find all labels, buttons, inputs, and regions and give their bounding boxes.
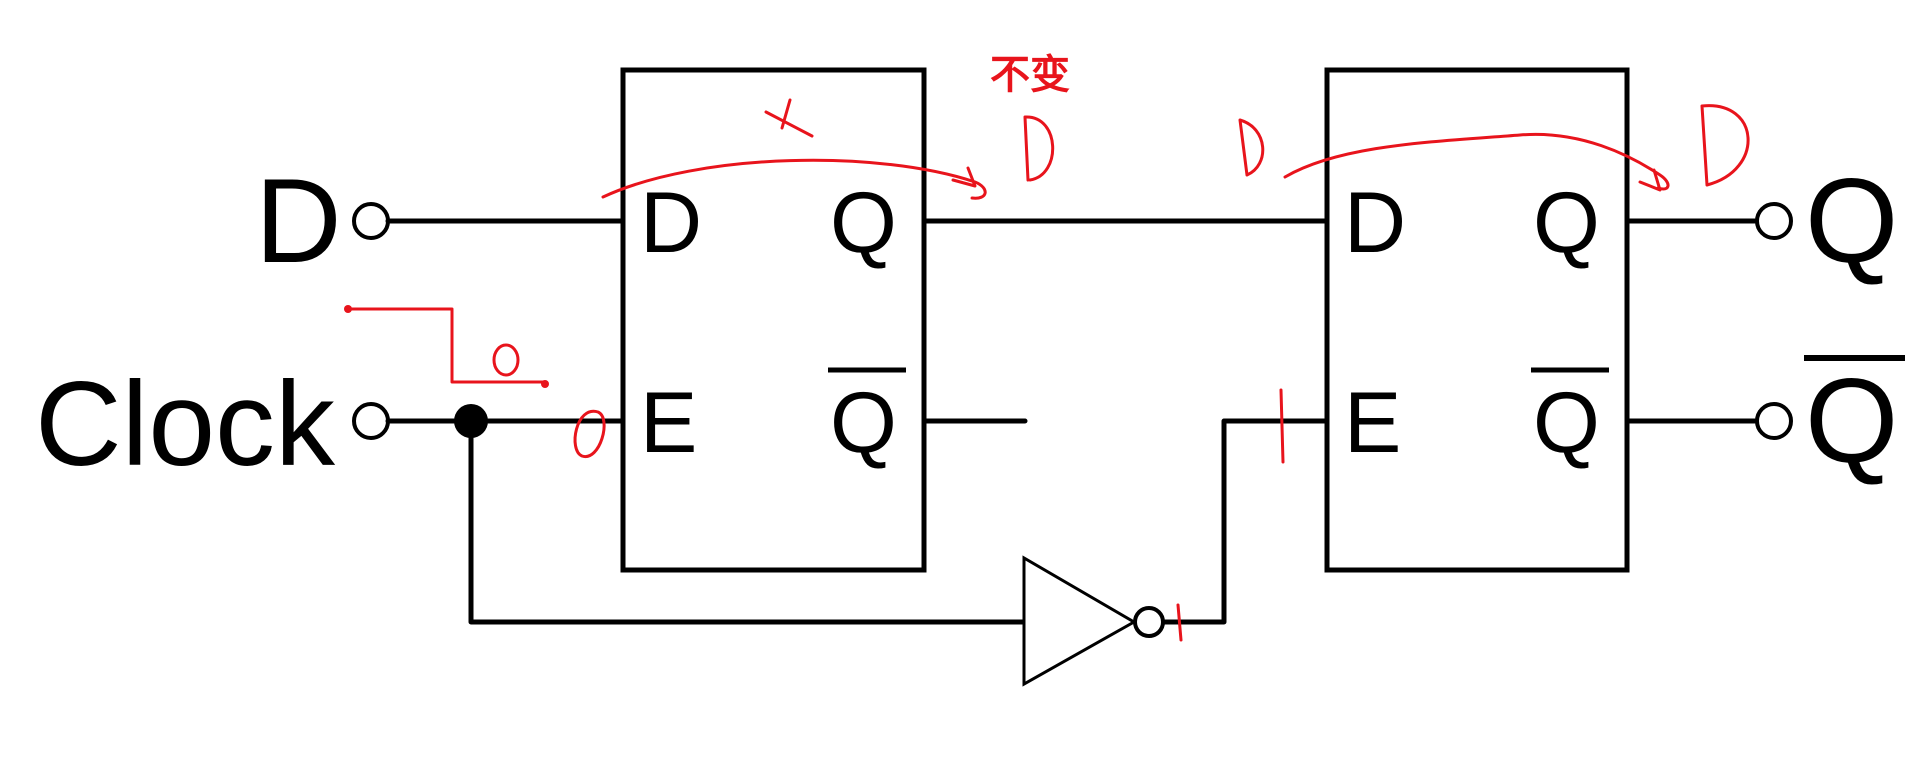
wire-inverter-to-slave-e xyxy=(1161,418,1330,625)
annotation-step-dot-end xyxy=(541,380,549,388)
annotation-step-dot-start xyxy=(344,305,352,313)
annotation-master-arc xyxy=(601,158,987,200)
latch-slave-e-port: E xyxy=(1344,375,1401,471)
annotation-master-e-zero xyxy=(573,409,606,458)
annotation-master-cross xyxy=(764,98,814,138)
latch-master-q-port: Q xyxy=(830,175,897,271)
annotation-unchanged: 不变 xyxy=(990,52,1070,98)
annotation-slave-q-d xyxy=(1700,104,1750,187)
latch-master-box xyxy=(620,67,927,573)
clock-junction-dot xyxy=(454,404,488,438)
inverter-bubble xyxy=(1133,606,1165,638)
annotation-slave-d-d xyxy=(1238,118,1265,177)
annotation-master-arrow xyxy=(951,166,977,188)
input-d-terminal xyxy=(352,202,390,240)
latch-slave-d-port: D xyxy=(1344,175,1406,271)
input-clock-label: Clock xyxy=(35,357,336,491)
input-clock-terminal xyxy=(352,402,390,440)
annotation-clock-step xyxy=(346,307,547,384)
annotation-slave-e-one xyxy=(1279,388,1285,464)
latch-master-d-port: D xyxy=(640,175,702,271)
output-qbar-label: Q xyxy=(1805,354,1898,488)
latch-slave-qbar-port: Q xyxy=(1533,375,1600,471)
annotation-inverter-out-one xyxy=(1176,603,1183,642)
latch-master-qbar-port: Q xyxy=(830,375,897,471)
output-qbar-terminal xyxy=(1755,402,1793,440)
output-q-label: Q xyxy=(1805,154,1898,288)
annotation-slave-arrow xyxy=(1638,168,1662,192)
latch-slave-q-port: Q xyxy=(1533,175,1600,271)
input-d-label: D xyxy=(255,154,342,288)
inverter-triangle xyxy=(1022,555,1138,687)
output-q-terminal xyxy=(1755,202,1793,240)
annotation-clock-low xyxy=(492,343,520,377)
latch-slave-box xyxy=(1324,67,1630,573)
latch-master-e-port: E xyxy=(640,375,697,471)
annotation-slave-arc xyxy=(1283,132,1670,191)
annotation-master-q-d xyxy=(1023,115,1055,182)
wire-clock-to-inverter xyxy=(468,418,1027,625)
